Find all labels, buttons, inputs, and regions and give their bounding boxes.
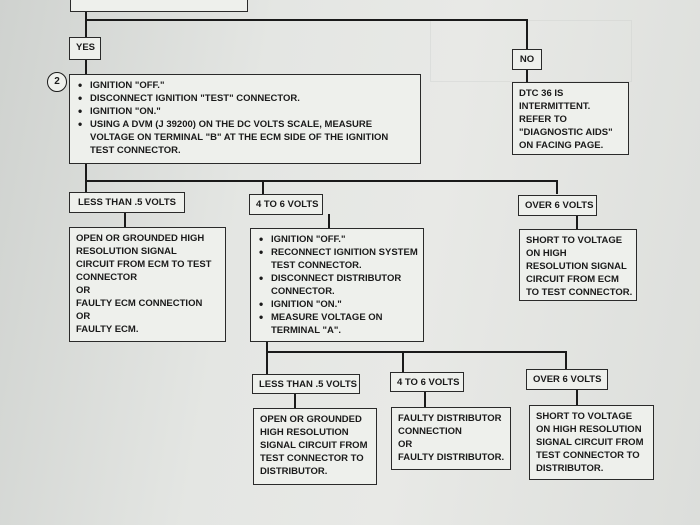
step-line: TEST CONNECTOR. — [271, 260, 362, 271]
connector-line — [556, 180, 558, 194]
step-2-line: USING A DVM (J 39200) ON THE DC VOLTS SC… — [76, 118, 414, 131]
yes-label: YES — [69, 37, 101, 60]
result-line: RESOLUTION SIGNAL — [526, 261, 627, 272]
result-line: DISTRIBUTOR. — [536, 463, 604, 474]
intermittent-result-box: DTC 36 IS INTERMITTENT. REFER TO "DIAGNO… — [512, 82, 629, 155]
bleed-through-shade — [430, 20, 632, 82]
step-2-line: VOLTAGE ON TERMINAL "B" AT THE ECM SIDE … — [90, 132, 389, 143]
branch2-less-result: OPEN OR GROUNDED HIGH RESOLUTION SIGNAL … — [253, 408, 377, 485]
branch2-less-label: LESS THAN .5 VOLTS — [252, 374, 360, 394]
step-line: DISCONNECT DISTRIBUTOR — [257, 272, 417, 285]
result-line: ON HIGH RESOLUTION — [536, 424, 642, 435]
connector-line — [262, 180, 264, 194]
result-line: FAULTY DISTRIBUTOR. — [398, 452, 505, 463]
step-2-line: DISCONNECT IGNITION "TEST" CONNECTOR. — [76, 92, 414, 105]
result-line: FAULTY ECM CONNECTION — [76, 298, 203, 309]
result-line: OPEN OR GROUNDED HIGH — [76, 233, 205, 244]
branch1-less-result: OPEN OR GROUNDED HIGH RESOLUTION SIGNAL … — [69, 227, 226, 342]
result-line: FAULTY DISTRIBUTOR — [398, 413, 502, 424]
step-line: RECONNECT IGNITION SYSTEM — [257, 246, 418, 259]
result-line: CIRCUIT FROM ECM — [526, 274, 619, 285]
result-line: CONNECTOR — [76, 272, 138, 283]
connector-line — [424, 392, 426, 407]
branch1-less-label: LESS THAN .5 VOLTS — [69, 192, 185, 213]
step-2-line: IGNITION "ON." — [76, 105, 414, 118]
connector-line — [85, 19, 527, 21]
result-line: SHORT TO VOLTAGE — [526, 235, 623, 246]
result-line: TEST CONNECTOR TO — [536, 450, 640, 461]
result-line: OR — [76, 285, 91, 296]
result-line: DISTRIBUTOR. — [260, 466, 328, 477]
result-line: SIGNAL CIRCUIT FROM — [260, 440, 368, 451]
result-line: OPEN OR GROUNDED — [260, 414, 362, 425]
connector-line — [85, 180, 557, 182]
connector-line — [526, 70, 528, 82]
step-number-badge: 2 — [47, 72, 67, 92]
result-line: CONNECTION — [398, 426, 462, 437]
result-line: ON FACING PAGE. — [519, 140, 604, 151]
result-line: FAULTY ECM. — [76, 324, 139, 335]
result-line: SHORT TO VOLTAGE — [536, 411, 633, 422]
branch2-over-result: SHORT TO VOLTAGE ON HIGH RESOLUTION SIGN… — [529, 405, 654, 480]
step-line: MEASURE VOLTAGE ON — [257, 311, 417, 324]
result-line: OR — [76, 311, 91, 322]
connector-line — [328, 214, 330, 228]
connector-line — [266, 351, 566, 353]
connector-line — [124, 212, 126, 227]
result-line: ON HIGH — [526, 248, 567, 259]
branch1-mid-label: 4 TO 6 VOLTS — [249, 194, 323, 215]
step-2-box: IGNITION "OFF." DISCONNECT IGNITION "TES… — [69, 74, 421, 164]
result-line: RESOLUTION SIGNAL — [76, 246, 177, 257]
connector-line — [576, 390, 578, 405]
branch1-mid-steps: IGNITION "OFF." RECONNECT IGNITION SYSTE… — [250, 228, 424, 342]
result-line: DTC 36 IS — [519, 88, 564, 99]
branch2-mid-result: FAULTY DISTRIBUTOR CONNECTION OR FAULTY … — [391, 407, 511, 470]
step-2-line: IGNITION "OFF." — [76, 79, 414, 92]
connector-line — [565, 351, 567, 369]
step-line: CONNECTOR. — [271, 286, 335, 297]
result-line: HIGH RESOLUTION — [260, 427, 349, 438]
result-line: REFER TO — [519, 114, 567, 125]
step-2-line: TEST CONNECTOR. — [90, 145, 181, 156]
result-line: "DIAGNOSTIC AIDS" — [519, 127, 613, 138]
result-line: TO TEST CONNECTOR. — [526, 287, 633, 298]
branch2-over-label: OVER 6 VOLTS — [526, 369, 608, 390]
result-line: INTERMITTENT. — [519, 101, 591, 112]
step-line: IGNITION "ON." — [257, 298, 417, 311]
branch1-over-result: SHORT TO VOLTAGE ON HIGH RESOLUTION SIGN… — [519, 229, 637, 301]
branch1-over-label: OVER 6 VOLTS — [518, 195, 597, 216]
branch2-mid-label: 4 TO 6 VOLTS — [390, 372, 464, 392]
result-line: SIGNAL CIRCUIT FROM — [536, 437, 644, 448]
connector-line — [85, 60, 87, 78]
result-line: TEST CONNECTOR TO — [260, 453, 364, 464]
step-line: TERMINAL "A". — [271, 325, 342, 336]
no-label: NO — [512, 49, 542, 70]
result-line: CIRCUIT FROM ECM TO TEST — [76, 259, 212, 270]
connector-line — [294, 394, 296, 408]
result-line: OR — [398, 439, 413, 450]
connector-line — [402, 351, 404, 372]
connector-line — [266, 342, 268, 374]
step-line: IGNITION "OFF." — [257, 233, 417, 246]
connector-line — [526, 19, 528, 49]
previous-step-box — [70, 0, 248, 12]
connector-line — [85, 12, 87, 37]
connector-line — [576, 215, 578, 229]
connector-line — [85, 164, 87, 192]
